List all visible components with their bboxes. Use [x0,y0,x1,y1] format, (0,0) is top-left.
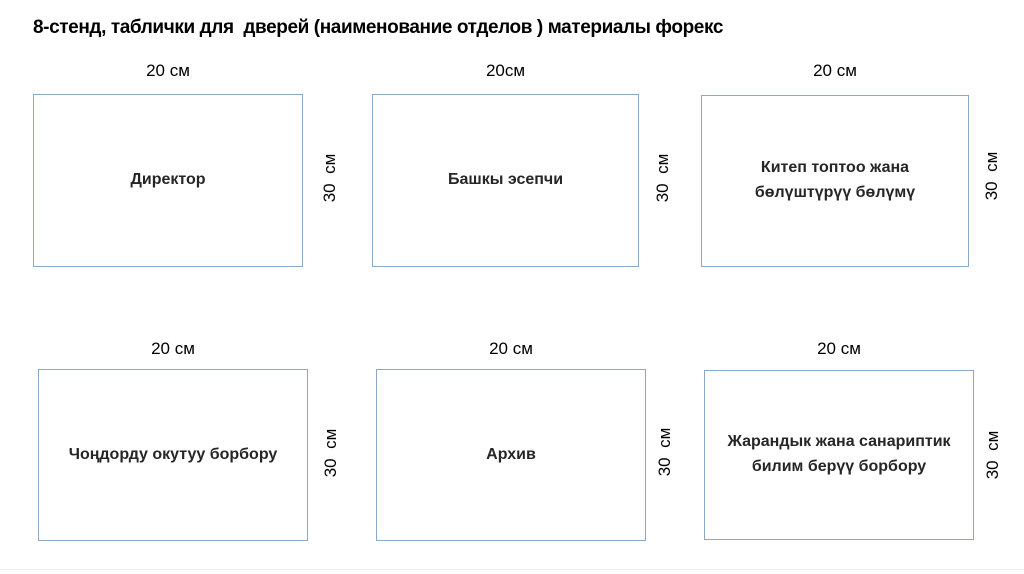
plaque-label: Чоңдорду окутуу борбору [68,445,278,463]
plaque-box: Башкы эсепчи [372,94,639,267]
plaque-label: Директор [130,171,206,189]
page-title: 8-стенд, таблички для дверей (наименован… [33,17,723,38]
height-dimension-label: 30 см [321,428,340,478]
plaque-label: Башкы эсепчи [447,171,564,189]
plaque-box: Архив [376,369,646,541]
width-dimension-label: 20см [485,61,526,80]
plaque-box: Директор [33,94,303,267]
plaque-box: Жарандык жана санариптик билим берүү бор… [704,370,974,540]
height-dimension-label: 30 см [655,427,674,477]
width-dimension-label: 20 см [489,339,533,358]
plaque-label: Китеп топтоо жана бөлүштүрүү бөлүмү [754,159,916,201]
height-dimension-label: 30 см [983,430,1002,480]
width-dimension-label: 20 см [813,61,857,80]
width-dimension-label: 20 см [817,339,861,358]
height-dimension-label: 30 см [653,153,672,203]
height-dimension-label: 30 см [320,153,339,203]
slide-bottom-edge [0,569,1024,570]
plaque-label: Архив [486,445,536,463]
plaque-label: Жарандык жана санариптик билим берүү бор… [727,433,951,475]
width-dimension-label: 20 см [151,339,195,358]
plaque-box: Чоңдорду окутуу борбору [38,369,308,541]
height-dimension-label: 30 см [982,151,1001,201]
width-dimension-label: 20 см [146,61,190,80]
plaque-box: Китеп топтоо жана бөлүштүрүү бөлүмү [701,95,969,267]
